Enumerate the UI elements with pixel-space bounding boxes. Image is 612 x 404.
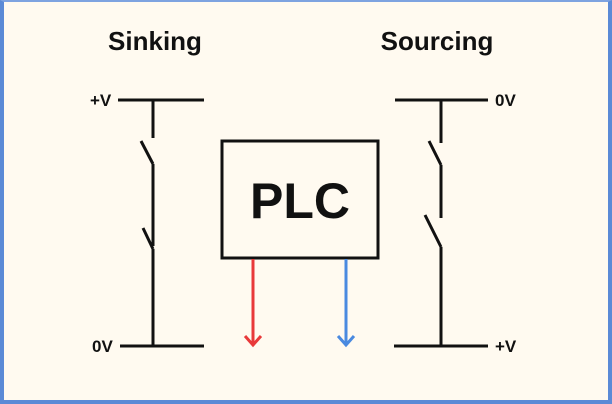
sourcing-switch-1-blade (427, 140, 443, 166)
sinking-circuit: +V 0V (90, 91, 204, 356)
sourcing-switch-2-blade (423, 214, 443, 248)
plc-label: PLC (250, 173, 350, 229)
plc-block: PLC (220, 139, 380, 260)
sinking-switch-2-blade (141, 227, 155, 250)
sourcing-arrow-head (336, 335, 356, 348)
sourcing-current-arrow (336, 259, 356, 348)
sourcing-circuit: 0V +V (394, 91, 517, 356)
sinking-bottom-rail-label: 0V (92, 337, 113, 356)
sourcing-bottom-rail-label: +V (495, 337, 517, 356)
sinking-arrow-head (243, 335, 263, 348)
sinking-switch-1-blade (139, 140, 155, 165)
sinking-top-rail-label: +V (90, 91, 112, 110)
sinking-title: Sinking (108, 26, 202, 56)
sourcing-top-rail-label: 0V (495, 91, 516, 110)
plc-box (220, 139, 380, 260)
sourcing-title: Sourcing (381, 26, 494, 56)
sinking-current-arrow (243, 259, 263, 348)
